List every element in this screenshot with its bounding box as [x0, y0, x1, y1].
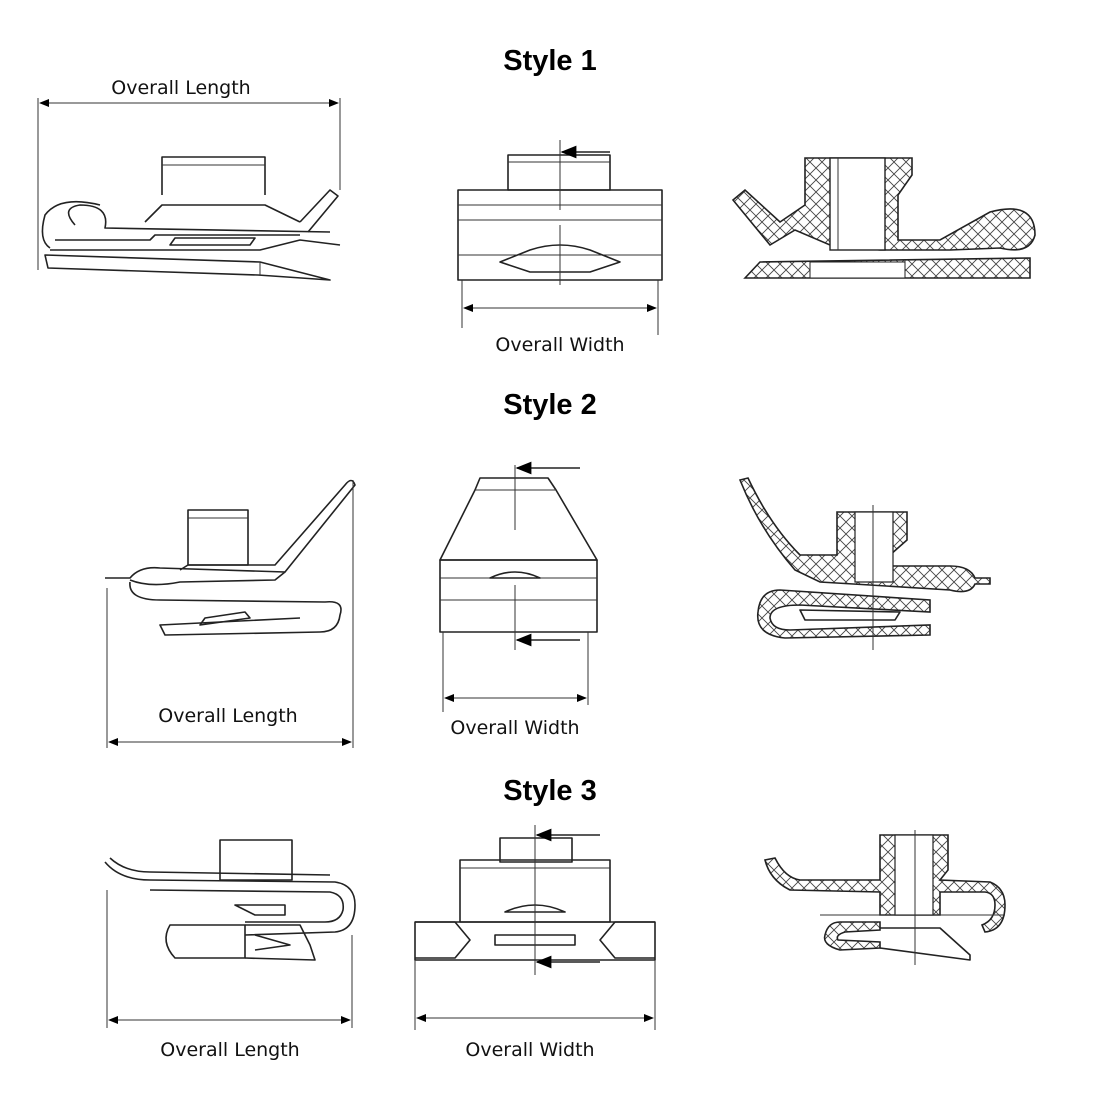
style-2-side-view: Overall Length	[105, 479, 356, 748]
style-2-section: Style 2 Overall Length	[105, 389, 991, 748]
style-3-section-view	[764, 830, 1006, 965]
style-3-section: Style 3 Overall Length	[104, 775, 1006, 1061]
style-2-overall-length-label: Overall Length	[158, 705, 297, 727]
style-1-side-view: Overall Length	[37, 77, 341, 281]
style-1-section-view	[731, 157, 1036, 279]
style-1-overall-length-label: Overall Length	[111, 77, 250, 99]
style-2-front-view: Overall Width	[439, 461, 598, 739]
style-3-overall-width-label: Overall Width	[465, 1039, 594, 1061]
style-1-title: Style 1	[503, 45, 597, 77]
style-1-front-view: Overall Width	[457, 140, 663, 356]
style-3-title: Style 3	[503, 775, 597, 807]
style-3-side-view: Overall Length	[104, 839, 356, 1061]
style-2-section-view	[738, 477, 991, 650]
style-2-overall-width-label: Overall Width	[450, 717, 579, 739]
style-2-title: Style 2	[503, 389, 597, 421]
style-1-section: Style 1 Overall Length	[37, 45, 1036, 356]
style-1-overall-width-label: Overall Width	[495, 334, 624, 356]
style-3-front-view: Overall Width	[414, 825, 656, 1061]
style-3-overall-length-label: Overall Length	[160, 1039, 299, 1061]
